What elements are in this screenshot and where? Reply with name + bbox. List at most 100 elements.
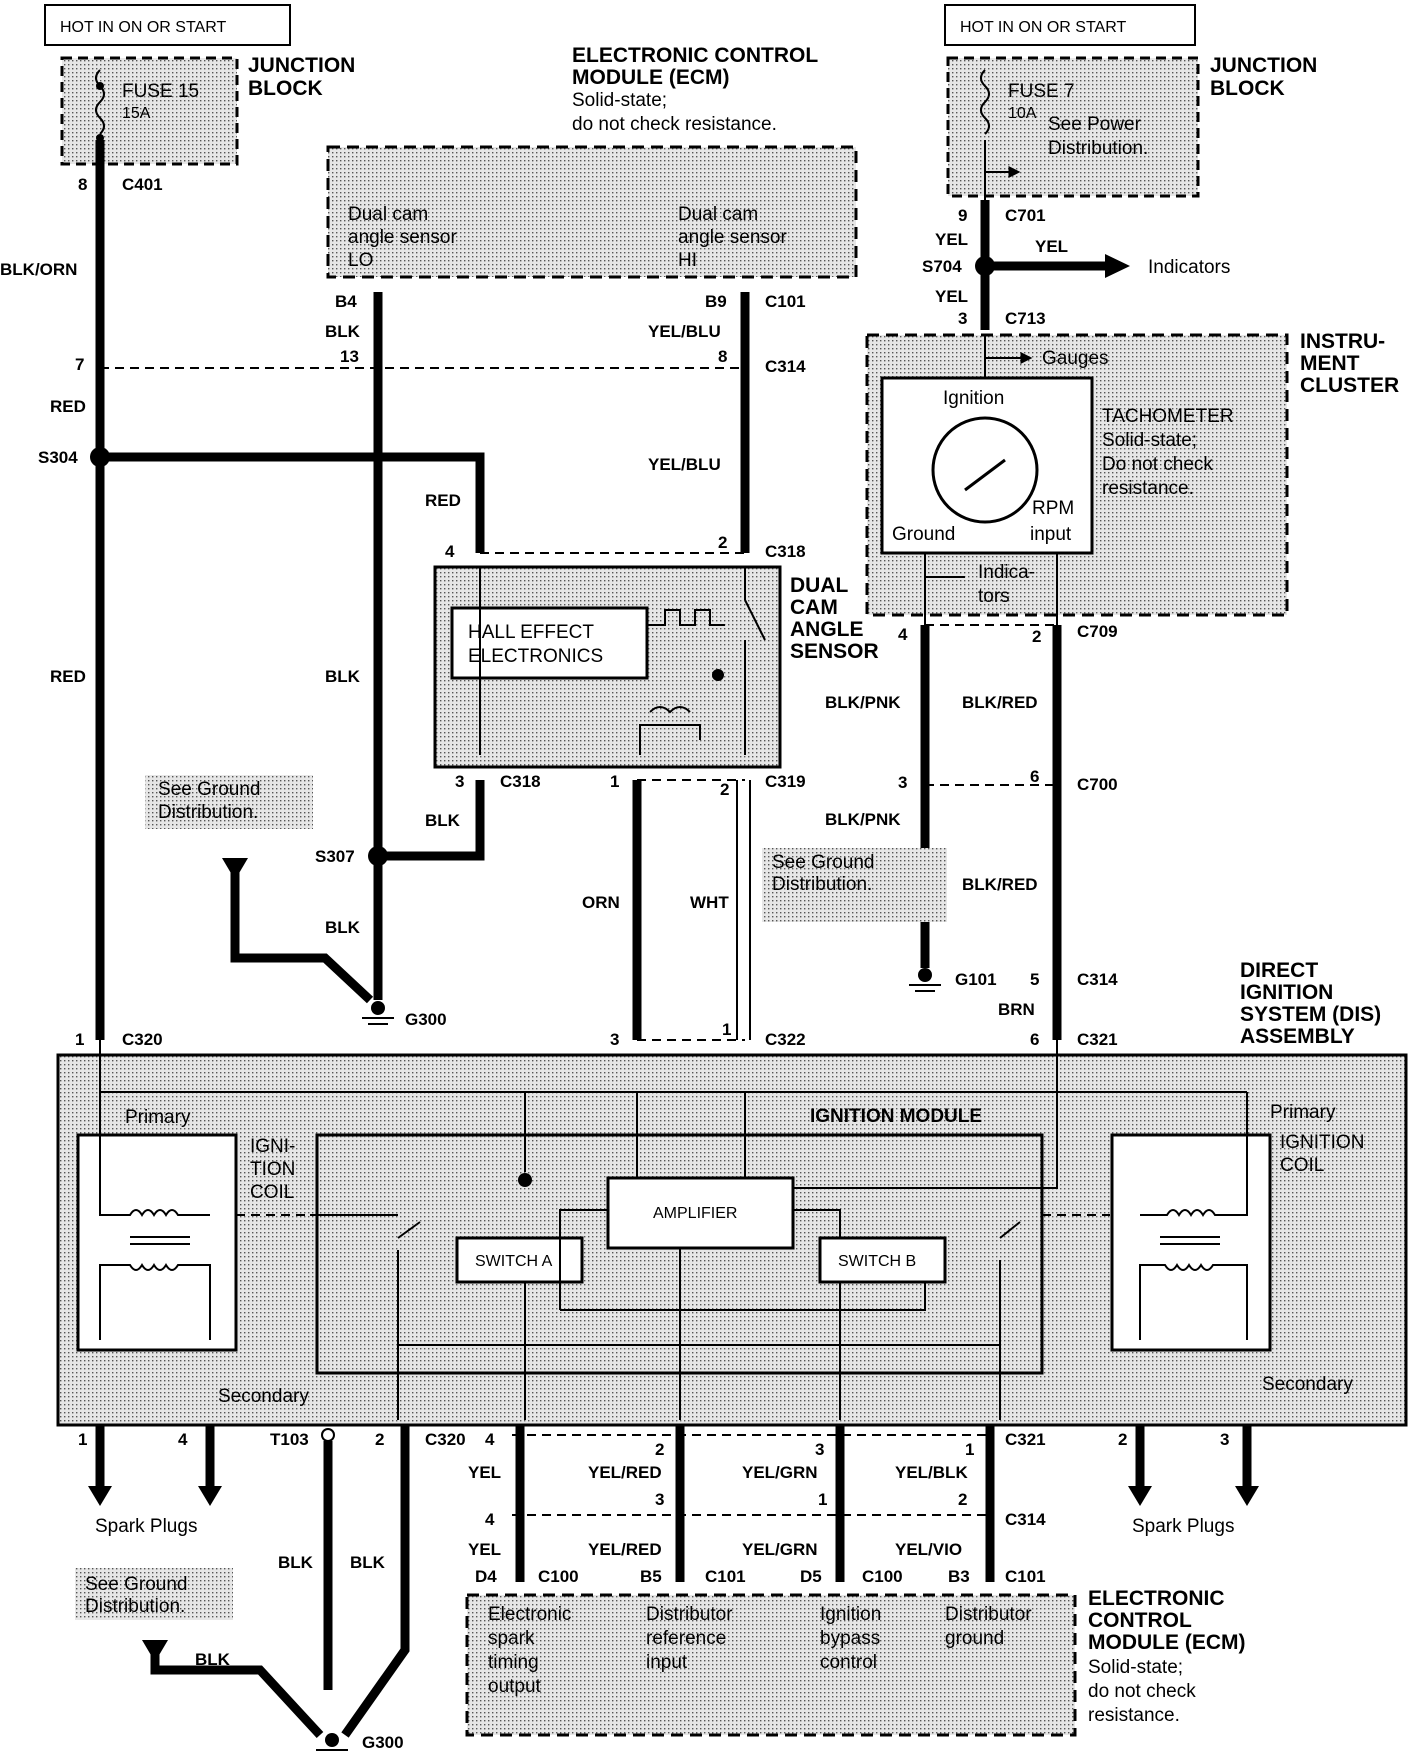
yel-label-1: YEL [935,230,968,249]
ecm-bottom-title-3: MODULE (ECM) [1088,1631,1245,1654]
see-ground-mid-box [762,848,947,922]
switch-b-box [818,1236,947,1284]
blk-label-bottom-2: BLK [350,1553,386,1572]
fuse-7-rating: 10A [1008,105,1037,122]
yel-label-b1: YEL [468,1463,501,1482]
yel-blu-label-1: YEL/BLU [648,322,721,341]
c101-label-1: C101 [705,1567,746,1586]
ecm-dist-ref-1: Distributor [646,1604,733,1625]
see-power-2: Distribution. [1048,138,1148,159]
c314-pin5: 5 [1030,970,1039,989]
yel-red-label-1: YEL/RED [588,1463,662,1482]
blk-label-bottom-3: BLK [195,1650,231,1669]
coil-label-3: COIL [250,1182,294,1203]
junction-block-left-label-1: JUNCTION [248,54,355,77]
indicators-arrow-icon [1105,254,1130,278]
switch-b-contact-icon [999,1221,1021,1239]
c701-pin: 9 [958,206,967,225]
ground-icon-g300-bottom [316,1733,348,1751]
blk-red-label-2: BLK/RED [962,875,1038,894]
module-internal-wires-mid [559,1209,926,1311]
blk-red-label-1: BLK/RED [962,693,1038,712]
blk-wire-c318 [378,780,485,861]
cam-lo-label-3: LO [348,250,373,271]
sensor-ground-icon [712,669,724,681]
hall-effect-box [450,606,649,680]
g300-label-bottom: G300 [362,1733,404,1752]
hot-in-on-or-start-right-box [944,4,1196,46]
c319-label: C319 [765,772,806,791]
blk-pnk-label-1: BLK/PNK [825,693,901,712]
ignition-coil-left [76,1133,238,1352]
blk-orn-label: BLK/ORN [0,260,77,279]
g101-label: G101 [955,970,997,989]
red-label-2: RED [50,667,86,686]
fuse-15-icon [95,69,105,135]
c700-pin3: 3 [898,773,907,792]
s704-label: S704 [922,257,962,276]
coil-right-label-2: COIL [1280,1155,1324,1176]
spark-plugs-right-label: Spark Plugs [1132,1516,1234,1537]
c320-pin1: 1 [75,1030,84,1049]
module-internal-wires-top [524,1040,1058,1189]
tach-rpm-label-1: RPM [1032,498,1074,519]
b9-pin: B9 [705,292,727,311]
secondary-left-label: Secondary [218,1386,309,1407]
cluster-title-2: MENT [1300,352,1360,375]
sensor-title-1: DUAL [790,574,848,597]
g300-label-top: G300 [405,1010,447,1029]
s307-label: S307 [315,847,355,866]
d5-pin: D5 [800,1567,822,1586]
ecm-bottom-title-2: CONTROL [1088,1609,1192,1632]
ecm-dist-ref-2: reference [646,1628,726,1649]
ecm-bottom-note-2: do not check [1088,1681,1196,1702]
tach-note-1: Solid-state; [1102,430,1197,451]
c319-pin1: 1 [610,772,619,791]
c321-pin4: 4 [485,1430,495,1449]
c321-pin1: 1 [965,1440,974,1459]
sensor-internal-wires [479,567,746,755]
ecm-spark-timing-4: output [488,1676,542,1697]
ignition-coil-right [1110,1133,1272,1352]
ecm-top-title-1: ELECTRONIC CONTROL [572,44,818,67]
red-wire-to-sensor [100,452,485,553]
yel-red-label-2: YEL/RED [588,1540,662,1559]
yel-vio-label: YEL/VIO [895,1540,962,1559]
c322-pin3: 3 [610,1030,619,1049]
c101-top: C101 [765,292,806,311]
c321-pin3: 3 [815,1440,824,1459]
yel-grn-label-1: YEL/GRN [742,1463,818,1482]
tach-ignition-label: Ignition [943,388,1004,409]
c314-label-right: C314 [1077,970,1118,989]
ecm-spark-timing-1: Electronic [488,1604,571,1625]
c314-b-pin3: 3 [655,1490,664,1509]
c318-pin2: 2 [718,533,727,552]
c321-label-bottom: C321 [1005,1430,1046,1449]
c314-pin13: 13 [340,347,359,366]
coil-left-primary-icon [99,1135,210,1217]
cam-hi-label-1: Dual cam [678,204,758,225]
sensor-switch-icon [744,599,766,641]
ecm-spark-timing-3: timing [488,1652,539,1673]
ecm-top-note-2: do not check resistance. [572,114,777,135]
coil-label-2: TION [250,1159,295,1180]
c318-pin3: 3 [455,772,464,791]
ecm-bypass-2: bypass [820,1628,880,1649]
c320-pin2: 2 [375,1430,384,1449]
yel-label-3: YEL [935,287,968,306]
c700-pin6: 6 [1030,767,1039,786]
gauges-label: Gauges [1042,348,1109,369]
coil-right-label-1: IGNITION [1280,1132,1364,1153]
blk-label-3: BLK [325,918,361,937]
amplifier-box [606,1176,795,1250]
c700-label: C700 [1077,775,1118,794]
sensor-title-4: SENSOR [790,640,879,663]
cluster-indicators-1: Indica- [978,562,1035,583]
tachometer-gauge-icon [931,416,1039,524]
indicators-label: Indicators [1148,257,1230,278]
c319-pin2: 2 [720,780,729,799]
spark-arrow-icon [1128,1486,1152,1506]
t103-terminal [321,1428,335,1442]
c318-label-top: C318 [765,542,806,561]
tach-note-2: Do not check [1102,454,1213,475]
